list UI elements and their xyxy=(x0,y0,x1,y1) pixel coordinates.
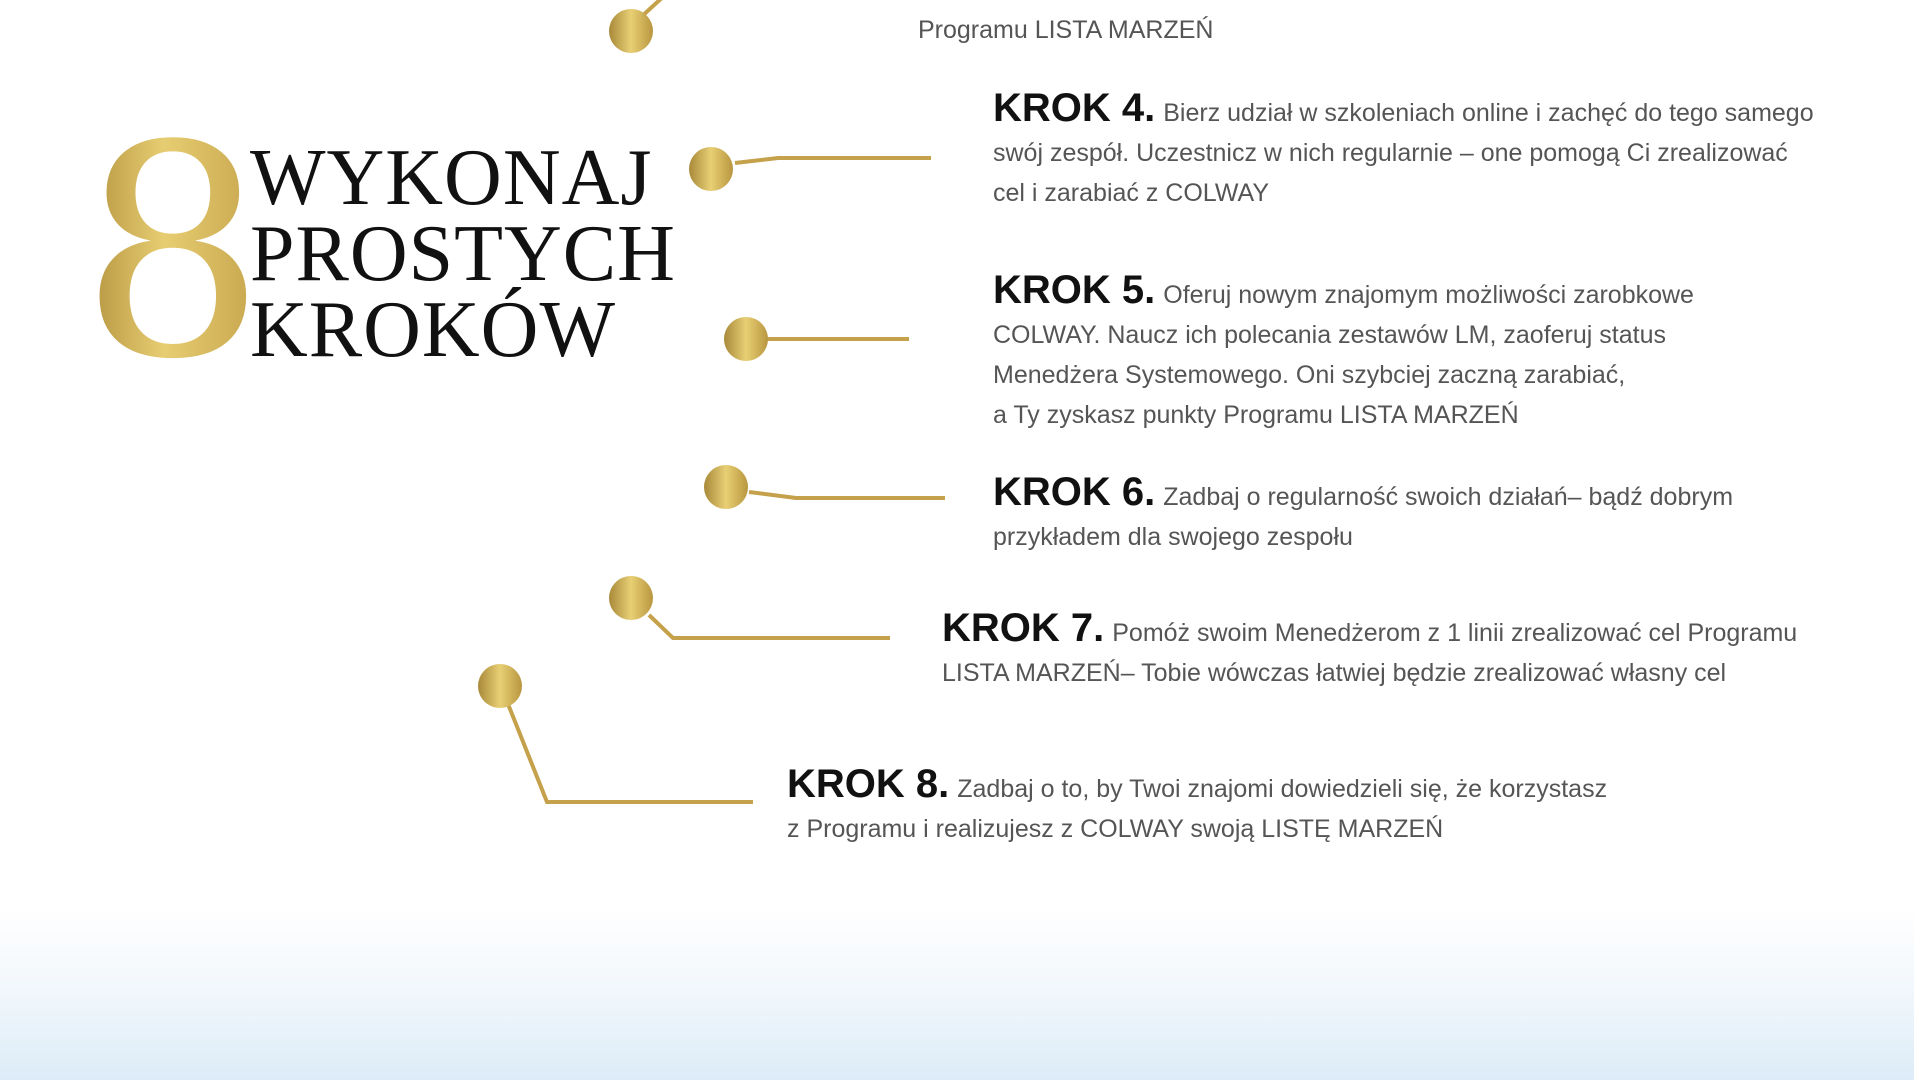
headline-line: WYKONAJ xyxy=(250,134,653,222)
step-label: KROK 4. xyxy=(993,86,1156,130)
step-label: KROK 8. xyxy=(787,762,950,806)
step-7: KROK 7.Pomóż swoim Menedżerom z 1 linii … xyxy=(942,608,1797,693)
headline-number: 8 xyxy=(80,83,266,423)
step-5: KROK 5.Oferuj nowym znajomym możliwości … xyxy=(993,270,1694,435)
bullet-dot xyxy=(704,465,748,509)
connector-line xyxy=(748,490,945,500)
step-text: przykładem dla swojego zespołu xyxy=(993,523,1353,551)
step-text: cel i zarabiać z COLWAY xyxy=(993,179,1270,207)
step-label: KROK 7. xyxy=(942,606,1105,650)
step-4: KROK 4.Bierz udział w szkoleniach online… xyxy=(993,88,1814,213)
headline-line: PROSTYCH xyxy=(250,210,676,298)
step-text: a Ty zyskasz punkty Programu LISTA MARZE… xyxy=(993,401,1519,429)
step-text: swój zespół. Uczestnicz w nich regularni… xyxy=(993,139,1788,167)
connector-line xyxy=(506,703,753,804)
step-text: Zadbaj o regularność swoich działań– bąd… xyxy=(1163,483,1734,511)
connector-line xyxy=(647,613,890,640)
previous-step-tail: Programu LISTA MARZEŃ xyxy=(918,16,1214,44)
step-text: LISTA MARZEŃ– Tobie wówczas łatwiej będz… xyxy=(942,659,1727,687)
step-text: Oferuj nowym znajomym możliwości zarobko… xyxy=(1163,281,1694,309)
headline-title: WYKONAJ PROSTYCH KROKÓW xyxy=(250,134,676,374)
step-label: KROK 5. xyxy=(993,268,1156,312)
headline-line: KROKÓW xyxy=(250,286,616,374)
bullet-dot xyxy=(478,664,522,708)
bullet-dot xyxy=(609,9,653,53)
bullet-dot xyxy=(609,576,653,620)
step-6: KROK 6.Zadbaj o regularność swoich dział… xyxy=(993,472,1733,557)
connector-line xyxy=(734,156,931,165)
step-8: KROK 8.Zadbaj o to, by Twoi znajomi dowi… xyxy=(787,764,1607,849)
step-text: Bierz udział w szkoleniach online i zach… xyxy=(1163,99,1814,127)
step-text: COLWAY. Naucz ich polecania zestawów LM,… xyxy=(993,321,1666,349)
bullet-dot xyxy=(724,317,768,361)
step-text: Pomóż swoim Menedżerom z 1 linii zrealiz… xyxy=(1112,619,1798,647)
step-text: Menedżera Systemowego. Oni szybciej zacz… xyxy=(993,361,1626,389)
step-text: Zadbaj o to, by Twoi znajomi dowiedzieli… xyxy=(957,775,1608,803)
step-label: KROK 6. xyxy=(993,470,1156,514)
step-text: z Programu i realizujesz z COLWAY swoją … xyxy=(787,815,1444,843)
bullet-dot xyxy=(689,147,733,191)
